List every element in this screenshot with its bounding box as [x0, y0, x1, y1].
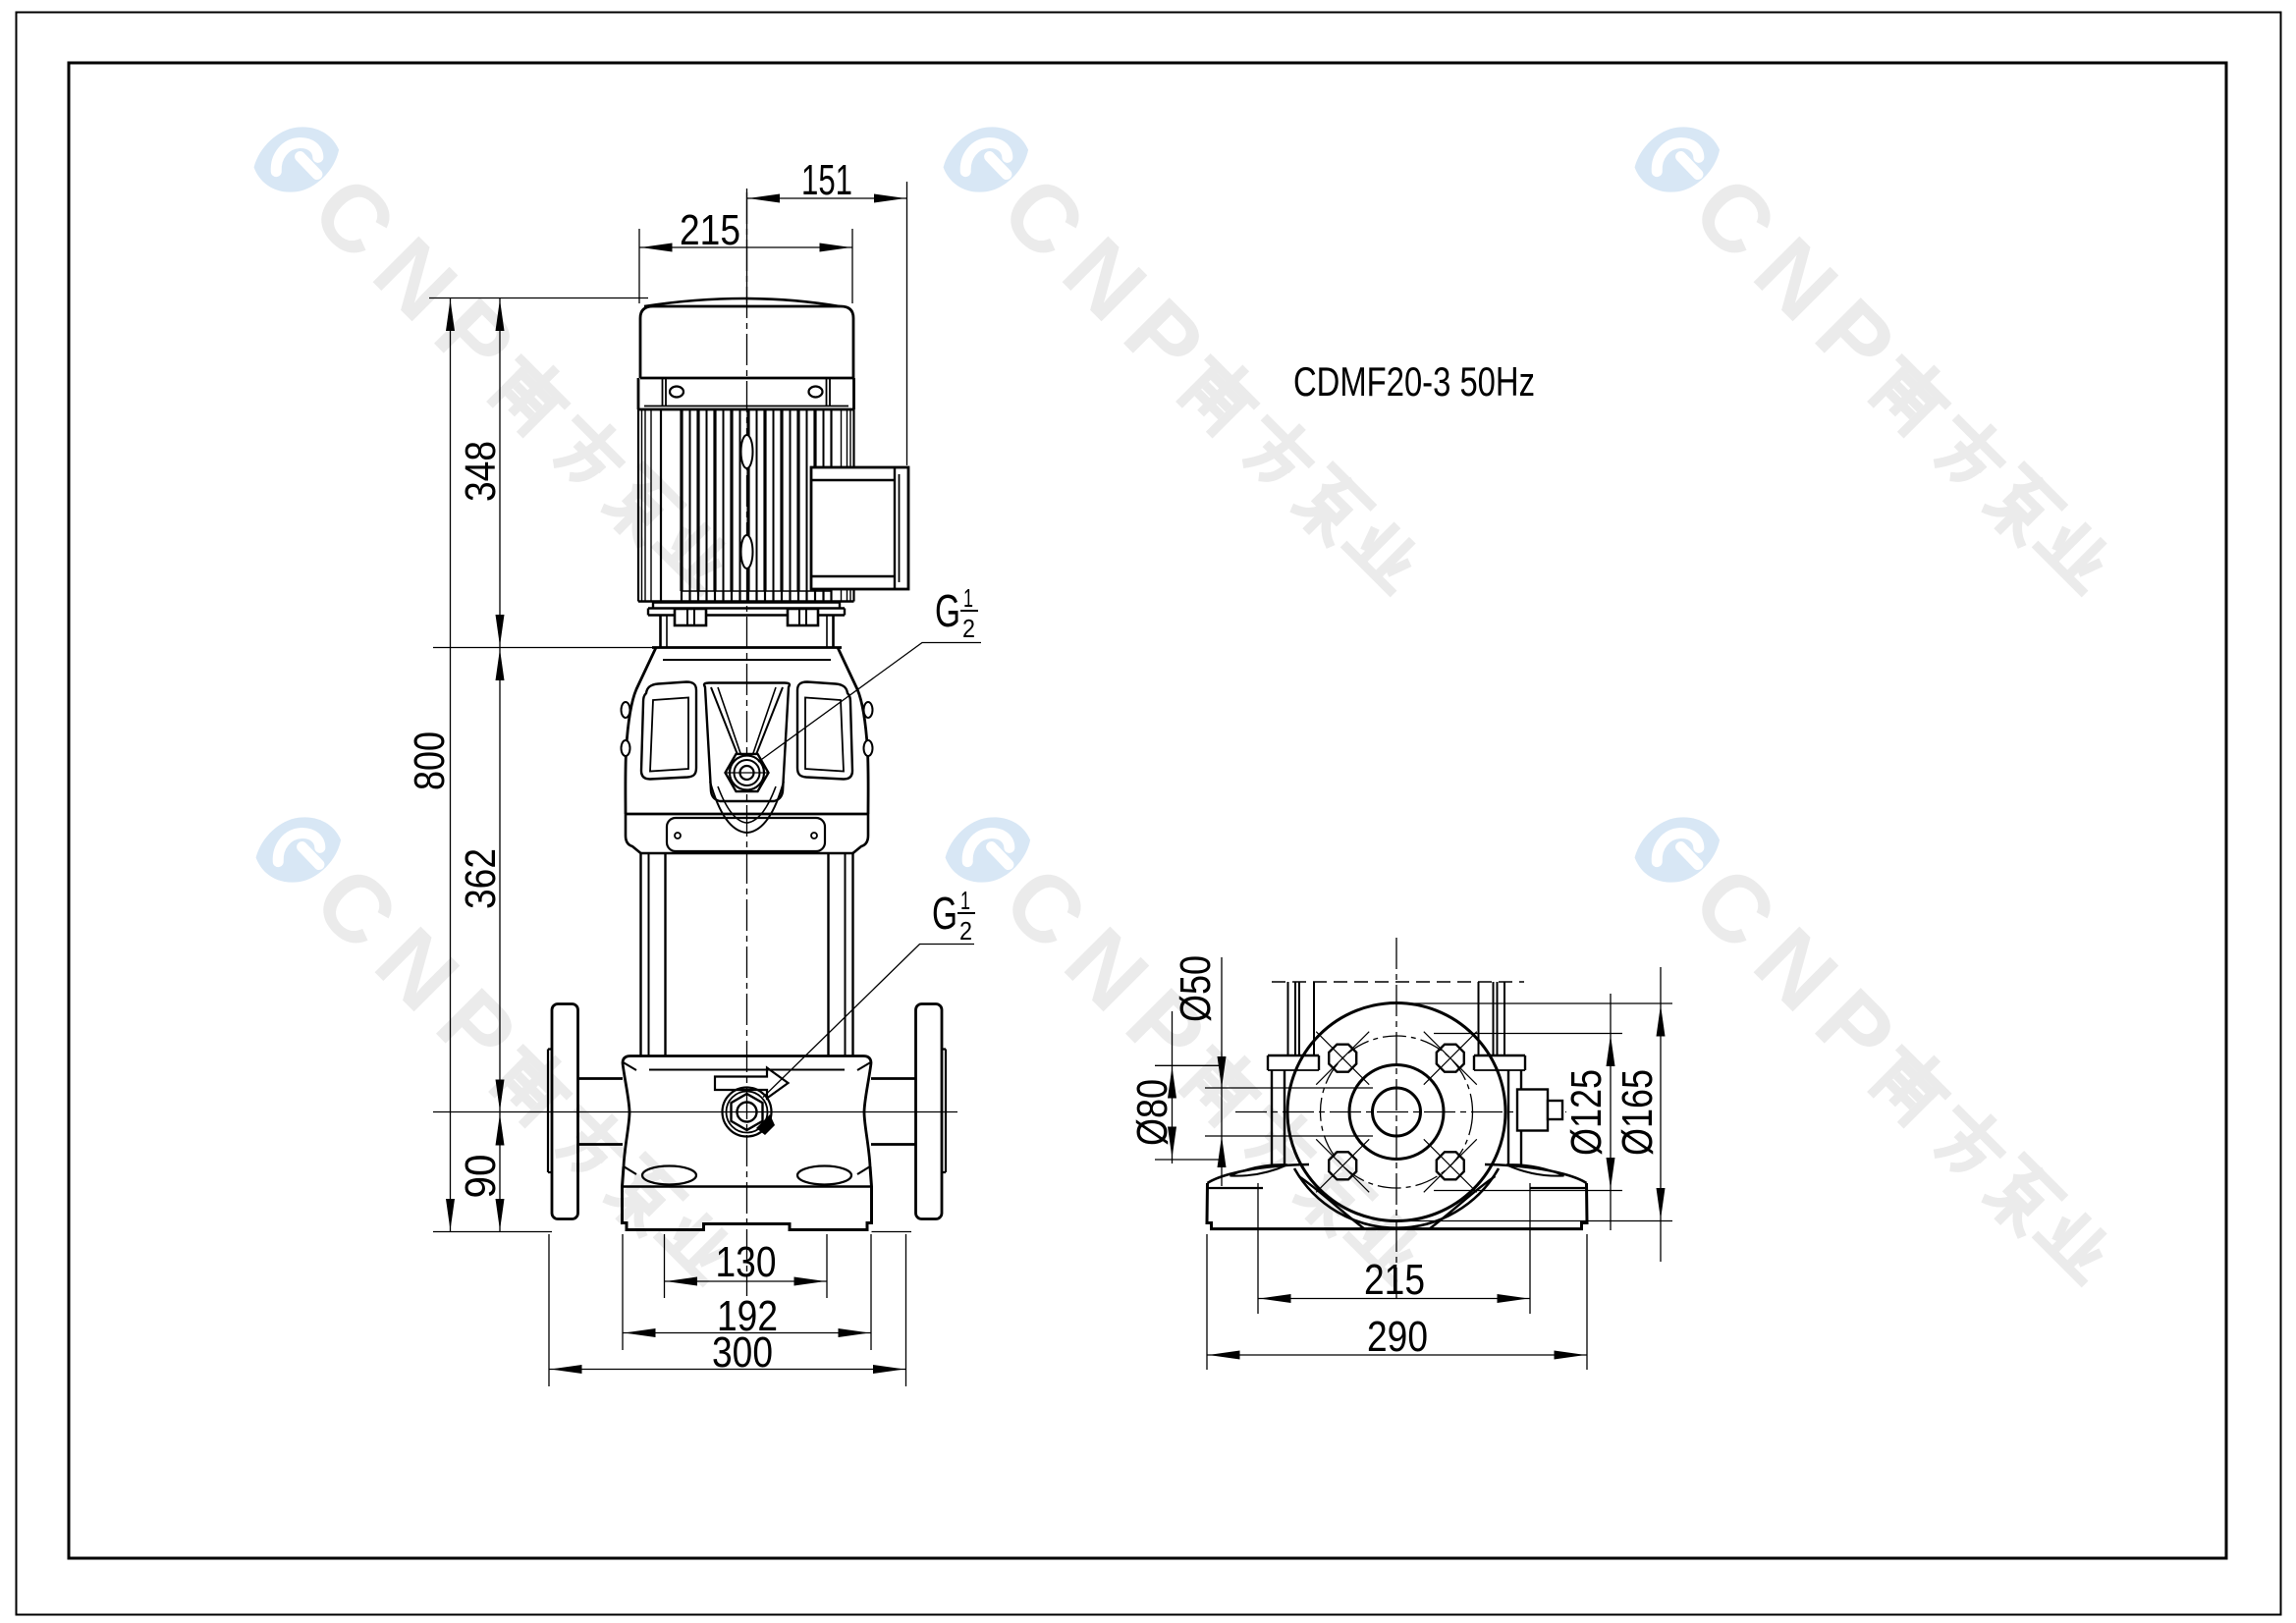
svg-text:192: 192 [717, 1292, 778, 1340]
svg-text:151: 151 [801, 156, 852, 204]
svg-text:300: 300 [712, 1328, 773, 1377]
svg-text:348: 348 [457, 441, 505, 502]
svg-text:800: 800 [406, 731, 454, 790]
svg-text:2: 2 [962, 614, 975, 643]
svg-text:215: 215 [680, 206, 740, 254]
svg-text:Ø50: Ø50 [1172, 955, 1220, 1022]
svg-text:Ø80: Ø80 [1128, 1079, 1176, 1146]
svg-text:G: G [935, 585, 960, 636]
svg-text:Ø125: Ø125 [1562, 1069, 1611, 1156]
svg-text:CDMF20-3 50Hz: CDMF20-3 50Hz [1293, 358, 1535, 405]
svg-text:130: 130 [716, 1238, 777, 1286]
svg-text:290: 290 [1367, 1313, 1428, 1361]
svg-text:Ø165: Ø165 [1613, 1069, 1662, 1156]
svg-text:1: 1 [960, 886, 970, 915]
svg-text:215: 215 [1364, 1256, 1425, 1304]
svg-text:90: 90 [457, 1155, 505, 1199]
svg-text:1: 1 [963, 583, 973, 613]
svg-text:G: G [932, 888, 957, 939]
svg-text:2: 2 [959, 916, 972, 946]
svg-text:362: 362 [457, 848, 505, 909]
